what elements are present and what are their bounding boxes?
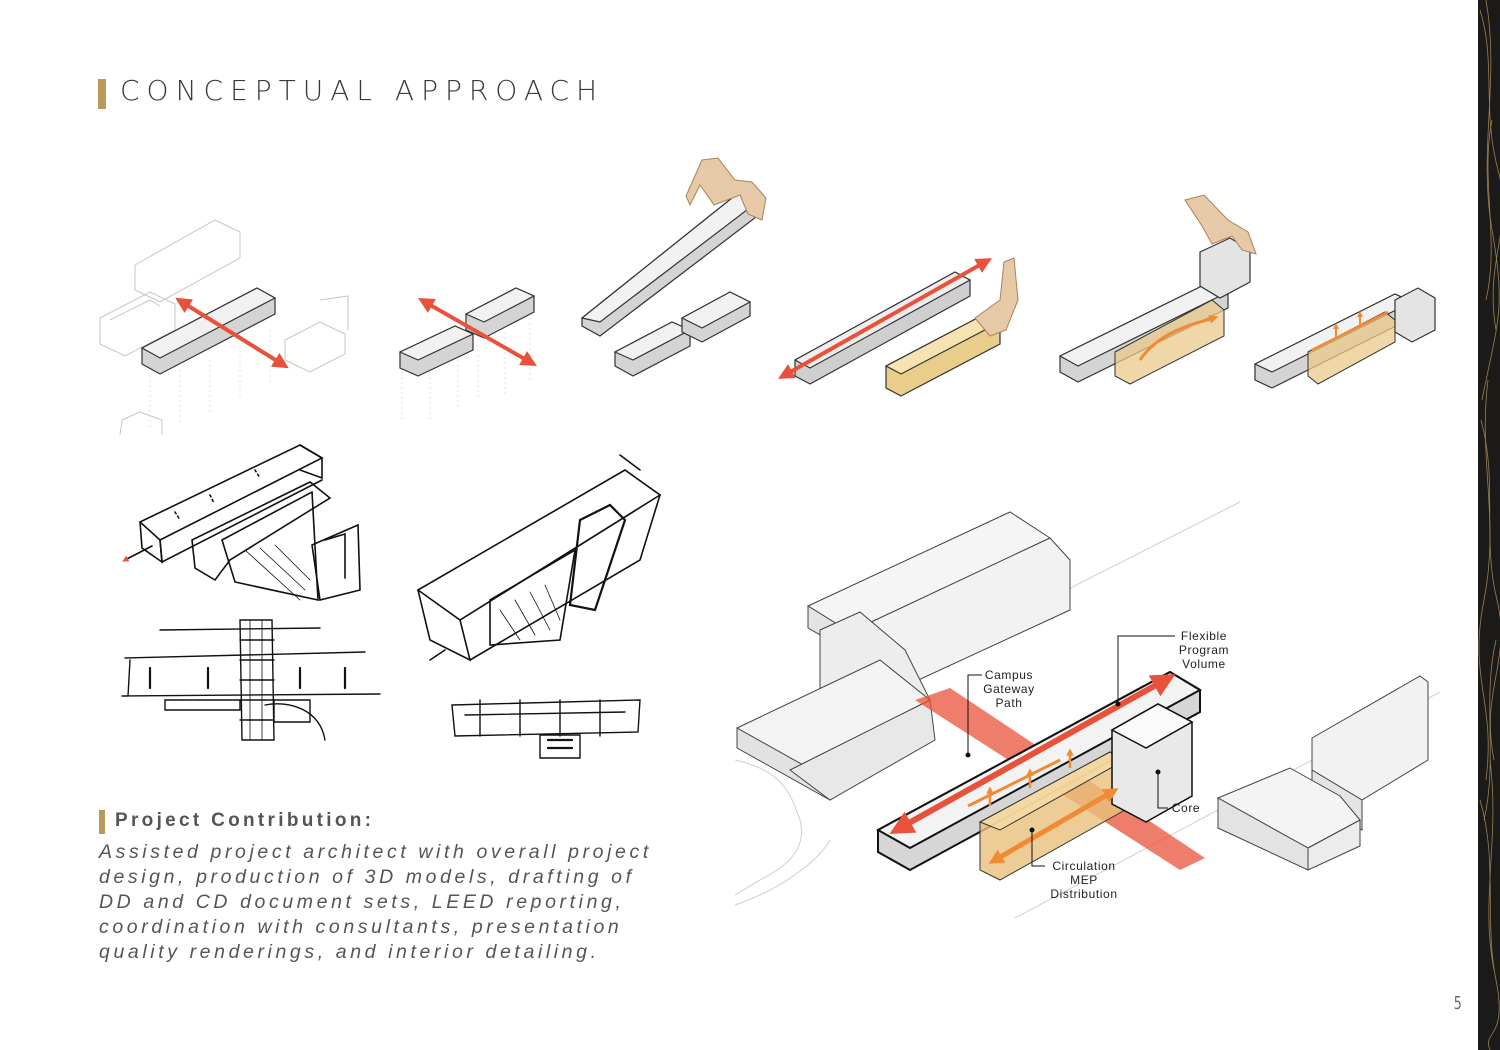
- page-title: CONCEPTUAL APPROACH: [120, 74, 605, 107]
- label-line: Distribution: [1050, 887, 1118, 901]
- label-campus-gateway-path: Campus Gateway Path: [980, 668, 1038, 710]
- sketch-massing-2: [416, 454, 662, 662]
- label-line: Volume: [1182, 657, 1226, 671]
- sketch-plan-2: [451, 699, 641, 759]
- topographic-side-strip: [1478, 0, 1500, 1050]
- contribution-line: DD and CD document sets, LEED reporting,: [99, 891, 625, 913]
- contribution-accent-bar: [99, 810, 105, 834]
- contribution-line: design, production of 3D models, draftin…: [99, 866, 635, 888]
- sketch-plan-1: [121, 619, 381, 741]
- concept-step-5: [1058, 194, 1257, 385]
- concept-step-2: [398, 287, 537, 422]
- label-line: Campus: [984, 668, 1034, 682]
- concept-step-4: [778, 257, 1019, 397]
- label-line: Flexible: [1180, 629, 1228, 643]
- title-accent-bar: [98, 79, 106, 109]
- contribution-line: Assisted project architect with overall …: [99, 841, 652, 863]
- label-line: Path: [995, 696, 1023, 710]
- contribution-text: Assisted project architect with overall …: [99, 840, 652, 965]
- sketch-massing-1: [122, 444, 361, 602]
- label-flexible-program-volume: Flexible Program Volume: [1172, 629, 1236, 671]
- page-number: 5: [1453, 993, 1462, 1014]
- concept-step-6: [1253, 287, 1436, 389]
- contribution-line: quality renderings, and interior detaili…: [99, 941, 600, 963]
- label-leader-lines: [967, 635, 1175, 867]
- concept-step-1: [99, 219, 349, 436]
- label-leader-dots: [965, 701, 1161, 833]
- proposed-building: [875, 670, 1203, 881]
- label-circulation-mep: Circulation MEP Distribution: [1044, 859, 1124, 901]
- concept-step-3: [580, 157, 767, 377]
- label-core: Core: [1171, 801, 1201, 815]
- contribution-heading: Project Contribution:: [115, 810, 375, 831]
- contribution-line: coordination with consultants, presentat…: [99, 916, 623, 938]
- label-line: Program: [1178, 643, 1230, 657]
- label-line: Circulation: [1052, 859, 1116, 873]
- existing-buildings-right: [1216, 675, 1429, 871]
- label-line: MEP: [1070, 873, 1098, 887]
- label-line: Gateway: [983, 682, 1035, 696]
- existing-buildings-left: [736, 511, 1071, 801]
